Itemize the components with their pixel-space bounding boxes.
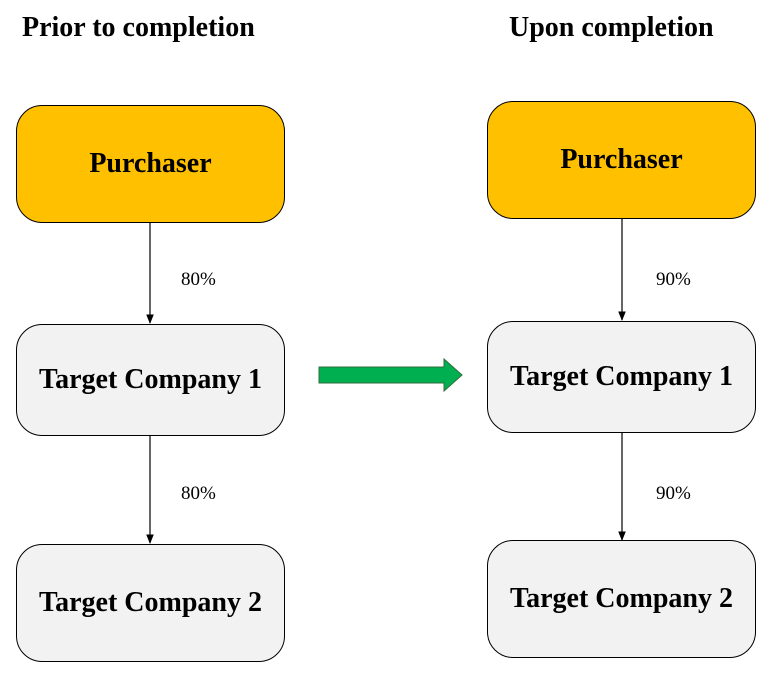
left-pct-purchaser-to-target1: 80% <box>181 269 216 290</box>
left-purchaser-box: Purchaser <box>16 105 285 223</box>
left-heading: Prior to completion <box>22 12 255 43</box>
right-target-company-1-box: Target Company 1 <box>487 321 756 433</box>
left-purchaser-label: Purchaser <box>89 148 212 179</box>
right-purchaser-label: Purchaser <box>560 144 683 175</box>
left-target-company-1-label: Target Company 1 <box>39 364 262 395</box>
right-target-company-1-label: Target Company 1 <box>510 361 733 392</box>
left-target-company-2-label: Target Company 2 <box>39 587 262 618</box>
left-target-company-2-box: Target Company 2 <box>16 544 285 662</box>
right-target-company-2-box: Target Company 2 <box>487 540 756 658</box>
left-pct-target1-to-target2: 80% <box>181 483 216 504</box>
right-heading: Upon completion <box>509 12 714 43</box>
right-pct-target1-to-target2: 90% <box>656 483 691 504</box>
transition-arrow <box>318 357 463 393</box>
right-pct-purchaser-to-target1: 90% <box>656 269 691 290</box>
left-target-company-1-box: Target Company 1 <box>16 324 285 436</box>
right-target-company-2-label: Target Company 2 <box>510 583 733 614</box>
right-purchaser-box: Purchaser <box>487 101 756 219</box>
